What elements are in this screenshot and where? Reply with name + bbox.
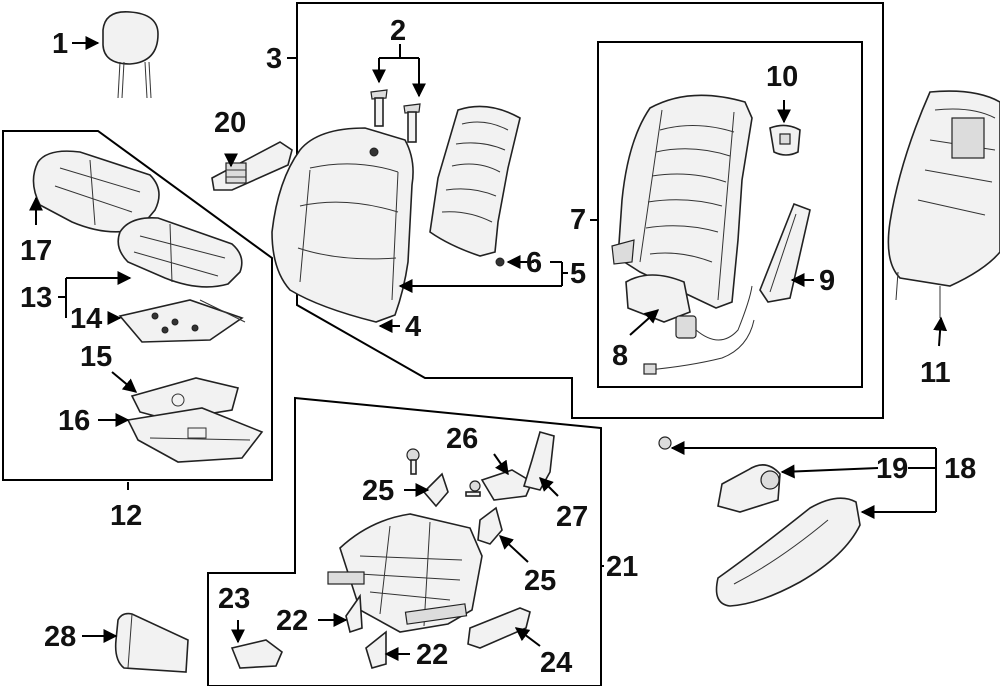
module-part-8 bbox=[625, 274, 755, 375]
callout-15: 15 bbox=[80, 341, 112, 373]
callout-4: 4 bbox=[405, 311, 421, 343]
trim-part-28 bbox=[114, 612, 189, 673]
cover-part-22a bbox=[345, 593, 363, 634]
cushion-plate-part-15 bbox=[130, 377, 239, 421]
callout-19: 19 bbox=[876, 453, 908, 485]
bracket-part-25b bbox=[477, 506, 503, 545]
callout-17: 17 bbox=[20, 235, 52, 267]
backframe-mat-part-6 bbox=[429, 105, 521, 267]
callout-11: 11 bbox=[920, 357, 951, 389]
bracket-part-27 bbox=[522, 431, 555, 491]
callout-27: 27 bbox=[556, 501, 588, 533]
callout-3: 3 bbox=[266, 43, 282, 75]
cushion-panel-part-14 bbox=[118, 299, 246, 343]
clip-part-10 bbox=[769, 124, 801, 156]
side-trim-part-18 bbox=[658, 436, 861, 607]
group-box-7 bbox=[597, 41, 863, 388]
group-box-3 bbox=[296, 2, 884, 419]
rail-cover-part-24 bbox=[467, 607, 531, 649]
cover-part-22b bbox=[365, 630, 387, 669]
callout-26: 26 bbox=[446, 423, 478, 455]
callout-22a: 22 bbox=[276, 605, 308, 637]
callout-16: 16 bbox=[58, 405, 90, 437]
callout-14: 14 bbox=[70, 303, 102, 335]
knob-part-19 bbox=[717, 464, 781, 513]
callout-18: 18 bbox=[944, 453, 976, 485]
callout-7: 7 bbox=[570, 204, 586, 236]
callout-24: 24 bbox=[540, 647, 572, 679]
callout-22b: 22 bbox=[416, 639, 448, 671]
seat-frame-part-7 bbox=[611, 94, 753, 309]
bracket-part-20 bbox=[211, 141, 293, 191]
back-panel-part-11 bbox=[887, 90, 1000, 318]
cushion-cover-part-17 bbox=[32, 150, 160, 233]
callout-2: 2 bbox=[390, 15, 406, 47]
callout-12: 12 bbox=[110, 500, 142, 532]
callout-23: 23 bbox=[218, 583, 250, 615]
callout-5: 5 bbox=[570, 258, 586, 290]
callout-10: 10 bbox=[766, 61, 798, 93]
bolt-part-25-small bbox=[406, 448, 481, 497]
callout-13: 13 bbox=[20, 282, 52, 314]
callout-21: 21 bbox=[606, 551, 638, 583]
cushion-mat-part-16 bbox=[126, 407, 264, 463]
seatback-cover-part-4 bbox=[271, 127, 414, 323]
callout-8: 8 bbox=[612, 340, 628, 372]
sideairbag-part-9 bbox=[759, 202, 811, 303]
callout-20: 20 bbox=[214, 107, 246, 139]
leader-lines bbox=[29, 36, 948, 661]
bolts-part-2 bbox=[370, 89, 421, 143]
callout-25a: 25 bbox=[362, 475, 394, 507]
seat-track-part-21 bbox=[327, 513, 483, 633]
bracket-part-25a bbox=[422, 472, 449, 508]
callout-1: 1 bbox=[52, 28, 68, 60]
cushion-pad-part-13 bbox=[117, 216, 243, 288]
callout-9: 9 bbox=[819, 265, 835, 297]
group-box-21 bbox=[207, 396, 602, 686]
headrest-part bbox=[102, 11, 159, 99]
callout-25b: 25 bbox=[524, 565, 556, 597]
callout-6: 6 bbox=[526, 247, 542, 279]
group-box-12 bbox=[2, 130, 273, 481]
callout-28: 28 bbox=[44, 621, 76, 653]
module-part-23 bbox=[230, 639, 283, 669]
